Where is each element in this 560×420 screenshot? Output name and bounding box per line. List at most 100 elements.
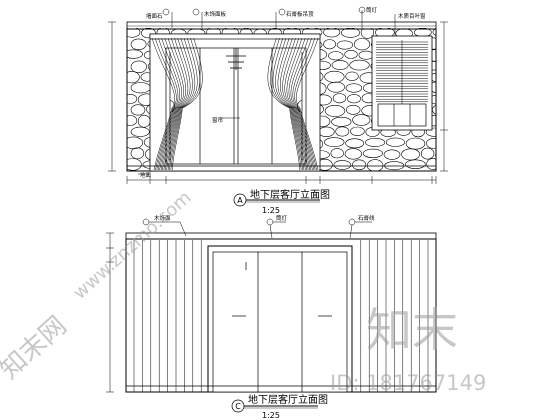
curtain-fold-left bbox=[163, 37, 189, 171]
stone bbox=[345, 71, 359, 82]
ceiling-band bbox=[126, 21, 437, 30]
stone bbox=[127, 49, 143, 59]
stone bbox=[366, 159, 384, 171]
stone bbox=[130, 147, 145, 160]
elevation-scale-a: 1:25 bbox=[262, 206, 280, 215]
stone bbox=[127, 115, 138, 126]
elevation-title-c: 地下层客厅立面图 bbox=[248, 393, 328, 406]
stone bbox=[323, 28, 341, 38]
elevation-title-a: 地下层客厅立面图 bbox=[250, 188, 330, 201]
curtain-fold-right bbox=[275, 37, 305, 171]
curtain-fold-left bbox=[160, 37, 184, 171]
curtain-fold-right bbox=[288, 37, 313, 171]
stone bbox=[426, 138, 436, 149]
stone bbox=[130, 38, 147, 50]
curtain-fold-right bbox=[286, 37, 312, 171]
curtain-fold-left bbox=[162, 37, 186, 171]
vertical-wood-panels bbox=[133, 240, 429, 392]
stone bbox=[324, 105, 346, 117]
stone bbox=[349, 59, 370, 71]
stone bbox=[331, 60, 349, 70]
curtain-fold-left bbox=[170, 37, 201, 171]
stone bbox=[405, 159, 426, 169]
stone bbox=[353, 38, 371, 51]
title-block-c: C 地下层客厅立面图 1:25 bbox=[231, 393, 328, 420]
curtain-fold-left bbox=[154, 37, 177, 171]
curtain-fold-right bbox=[294, 37, 317, 171]
marker-letter-c: C bbox=[235, 402, 241, 411]
curtain-fold-left bbox=[164, 37, 191, 171]
stone bbox=[127, 158, 142, 171]
callout-labels-a: 墙面石 木饰面板 石膏板吊顶 筒灯 木质百叶窗 窗帘 地面 bbox=[140, 6, 426, 179]
stone bbox=[127, 94, 138, 104]
curtain-fold-right bbox=[282, 37, 309, 171]
stone bbox=[352, 159, 367, 171]
stone bbox=[127, 28, 141, 38]
stone bbox=[347, 94, 361, 104]
curtain-fold-left bbox=[167, 37, 195, 171]
elevation-a: 墙面石 木饰面板 石膏板吊顶 筒灯 木质百叶窗 窗帘 地面 A 地下层客厅立面图… bbox=[108, 6, 448, 215]
stone bbox=[327, 81, 345, 93]
stone bbox=[332, 93, 347, 104]
stone bbox=[323, 39, 336, 50]
callout-wood-finish: 木饰面 bbox=[154, 214, 171, 222]
callout-blinds: 木质百叶窗 bbox=[398, 12, 426, 20]
wood-blind-window bbox=[371, 35, 433, 131]
curtain-fold-left bbox=[169, 37, 198, 171]
stone bbox=[425, 127, 436, 137]
stone bbox=[345, 83, 363, 93]
stone bbox=[432, 28, 436, 36]
stone bbox=[324, 137, 345, 147]
stone bbox=[401, 148, 421, 161]
callout-labels-c: 木饰面 筒灯 石膏线 bbox=[154, 214, 375, 222]
stone bbox=[333, 160, 352, 170]
watermark-id: ID: 181767149 bbox=[330, 371, 486, 395]
stone bbox=[336, 40, 354, 50]
elevation-c: 木饰面 筒灯 石膏线 C 地下层客厅立面图 1:25 bbox=[106, 214, 437, 420]
stone bbox=[330, 148, 344, 159]
callout-wood-panel: 木饰面板 bbox=[204, 10, 227, 18]
curtain-fold-left bbox=[159, 37, 182, 171]
stone bbox=[335, 126, 350, 137]
elevation-scale-c: 1:25 bbox=[262, 411, 280, 420]
stone bbox=[130, 126, 150, 137]
stone bbox=[141, 28, 156, 39]
stone bbox=[127, 71, 140, 84]
curtain-fold-right bbox=[267, 37, 301, 171]
curtain-fold-left bbox=[156, 37, 179, 171]
callouts-a bbox=[138, 6, 396, 175]
callout-curtain: 窗帘 bbox=[212, 116, 224, 124]
curtain-fold-right bbox=[284, 37, 310, 171]
stone bbox=[345, 138, 365, 149]
stone bbox=[405, 137, 426, 150]
curtain-fold-right bbox=[296, 37, 319, 171]
watermark-brand: 知末 bbox=[366, 303, 458, 357]
dimensions-a bbox=[108, 21, 448, 184]
stone bbox=[383, 149, 401, 160]
callout-molding: 石膏线 bbox=[358, 214, 375, 222]
stone bbox=[331, 116, 352, 127]
curtain-fold-left bbox=[171, 37, 203, 171]
callout-downlight: 筒灯 bbox=[366, 6, 378, 14]
dimensions-c bbox=[106, 232, 114, 393]
curtain-fold-right bbox=[272, 37, 303, 171]
curtain-fold-right bbox=[277, 37, 306, 171]
stone bbox=[362, 148, 383, 158]
callout-floor: 地面 bbox=[140, 171, 152, 179]
stone bbox=[344, 50, 358, 59]
stone bbox=[130, 60, 147, 74]
callout-stone: 墙面石 bbox=[146, 12, 163, 20]
stone bbox=[324, 70, 345, 83]
stone bbox=[420, 147, 435, 160]
callout-downlight-c: 筒灯 bbox=[276, 214, 288, 222]
stone bbox=[328, 51, 344, 61]
curtain-fold-left bbox=[151, 37, 175, 171]
callout-ceiling: 石膏板吊顶 bbox=[286, 10, 314, 18]
curtain-rod bbox=[149, 33, 321, 40]
curtain-fold-right bbox=[270, 37, 302, 171]
stone bbox=[130, 104, 146, 116]
hanging-ornament bbox=[226, 48, 246, 70]
stone bbox=[365, 137, 386, 147]
stone bbox=[341, 28, 360, 38]
